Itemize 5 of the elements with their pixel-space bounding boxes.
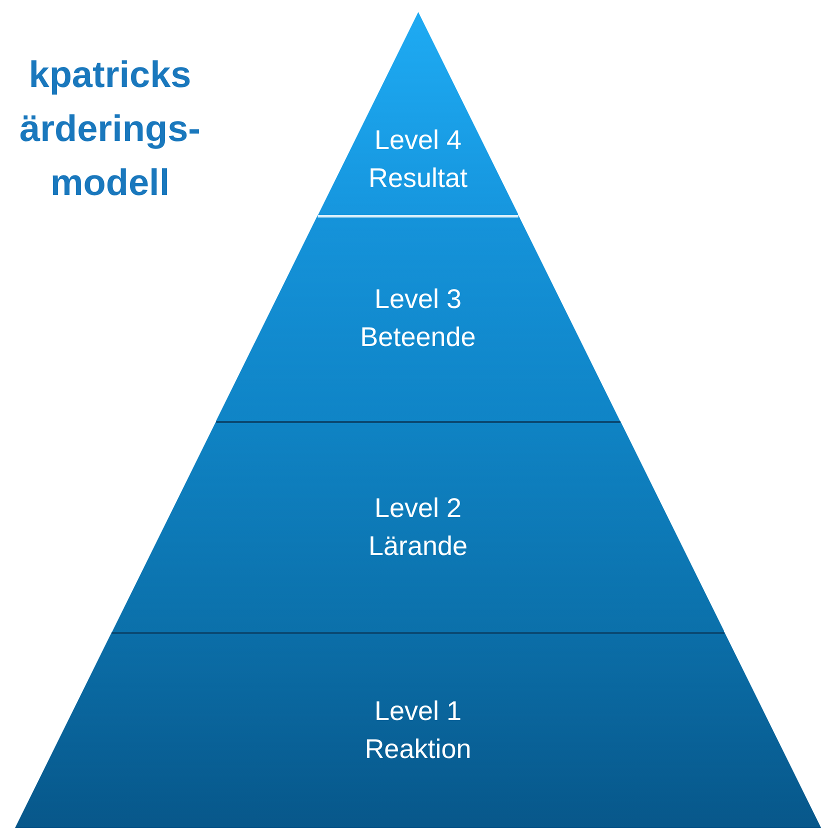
diagram-title: kpatricks ärderings- modell bbox=[18, 53, 202, 205]
tier-label: Level 4 Resultat bbox=[367, 124, 469, 196]
tier-label: Level 1 Reaktion bbox=[364, 695, 472, 766]
tier-label: Level 2 Lärande bbox=[367, 492, 469, 562]
tier-label: Level 3 Beteende bbox=[359, 283, 477, 354]
